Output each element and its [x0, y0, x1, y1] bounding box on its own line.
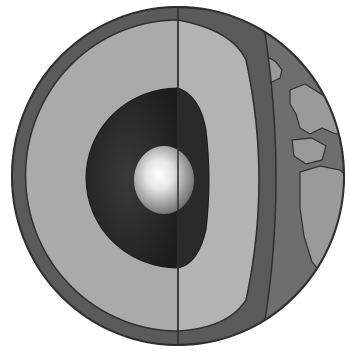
inner-core — [134, 146, 194, 214]
